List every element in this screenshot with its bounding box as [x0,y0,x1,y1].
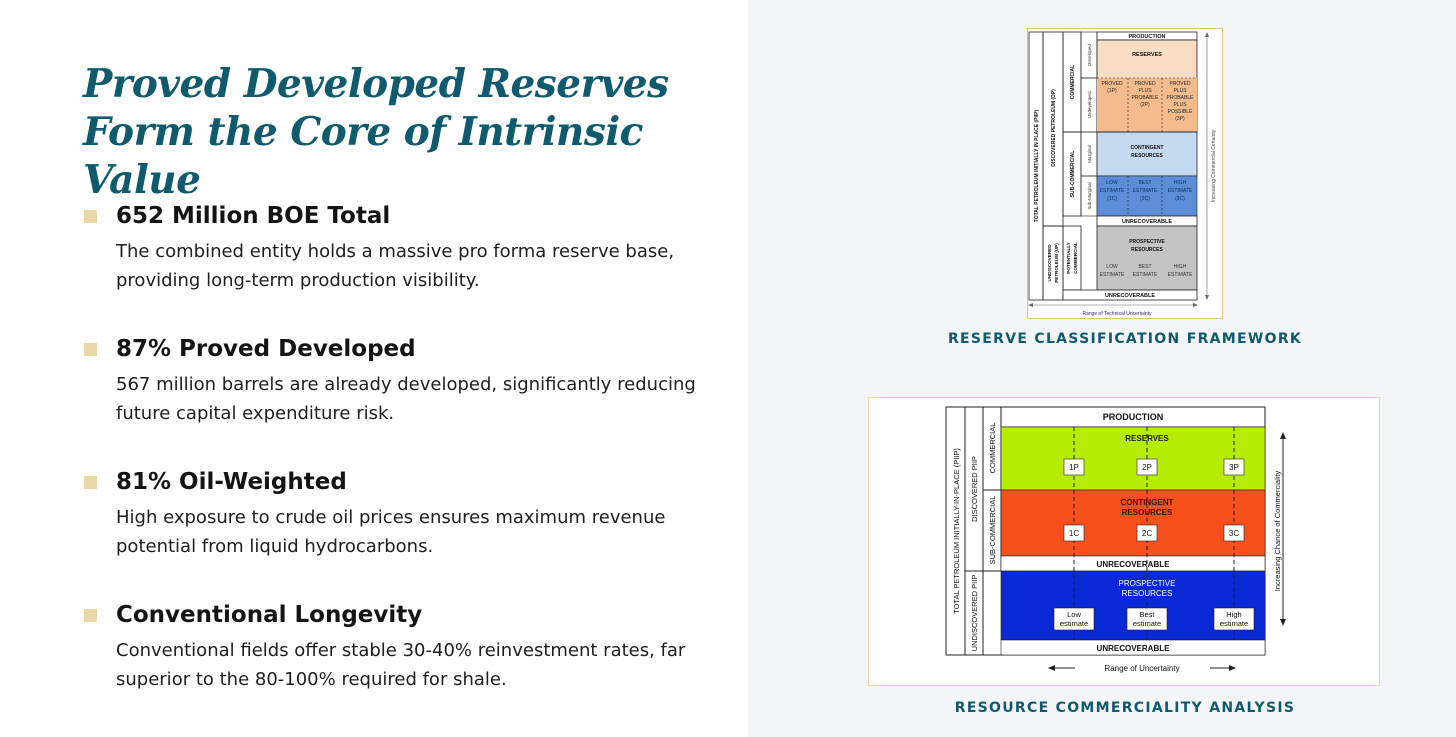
marginal-label: Marginal [1087,145,1092,163]
high-label: High [1226,610,1241,619]
best-estimate-label: estimate [1133,619,1161,628]
item-body: Conventional fields offer stable 30-40% … [116,640,686,690]
contingent-label-1: CONTINGENT [1121,498,1174,507]
prospective-label-1: PROSPECTIVE [1119,579,1176,588]
discovered-piip-label: DISCOVERED PIIP [970,456,979,522]
low-label: Low [1067,610,1081,619]
high-estimate-label: estimate [1220,619,1248,628]
production-label: PRODUCTION [1129,34,1166,40]
item-heading: 81% Oil-Weighted [116,469,347,495]
best-label: Best [1139,610,1155,619]
item-body: 567 million barrels are already develope… [116,374,696,424]
undiscovered-piip-label: UNDISCOVERED PIIP [970,575,979,652]
1c-label: 1C [1069,529,1079,538]
prospective-label-2: RESOURCES [1122,589,1173,598]
submarginal-label: Sub-Marginal [1087,182,1092,209]
item-body: High exposure to crude oil prices ensure… [116,507,666,557]
unrecoverable-bottom-label: UNRECOVERABLE [1097,644,1171,653]
item-heading: 652 Million BOE Total [116,203,391,229]
increasing-chance-label: Increasing Chance of Commerciality [1273,471,1282,592]
undeveloped-label: Undeveloped [1087,91,1092,119]
range-technical-uncertainty-label: Range of Technical Uncertainty [1082,311,1152,317]
2p-label: 2P [1142,463,1152,472]
list-item: 81% Oil-Weighted High exposure to crude … [84,467,734,561]
range-uncertainty-label: Range of Uncertainty [1104,664,1179,673]
reserves-band [1000,426,1266,491]
item-heading: Conventional Longevity [116,602,423,628]
square-bullet-icon [84,609,97,622]
unrecoverable-label: UNRECOVERABLE [1122,219,1172,225]
discovered-label: DISCOVERED PETROLEUM (DP) [1051,89,1057,167]
reserves-label: RESERVES [1125,434,1169,443]
3c-label: 3C [1229,529,1239,538]
3p-label: 3P [1229,463,1239,472]
resource-commerciality-diagram: PRODUCTION RESERVES 1P 2P 3P CONTINGENT … [945,406,1286,673]
production-label: PRODUCTION [1103,412,1164,422]
subcommercial-label: SUB-COMMERCIAL [988,496,997,565]
1p-label: 1P [1069,463,1079,472]
commerciality-diagram-frame: PRODUCTION RESERVES 1P 2P 3P CONTINGENT … [868,397,1380,686]
developed-label: Developed [1087,44,1092,66]
list-item: Conventional Longevity Conventional fiel… [84,600,734,694]
square-bullet-icon [84,210,97,223]
commercial-label: COMMERCIAL [988,423,997,474]
subcommercial-label: SUB-COMMERCIAL [1070,151,1076,198]
text-panel: Proved Developed Reserves Form the Core … [83,61,734,694]
figure-caption-framework: RESERVE CLASSIFICATION FRAMEWORK [947,331,1303,347]
increasing-certainty-label: Increasing Commercial Certainty [1211,129,1217,202]
total-piip-label: TOTAL PETROLEUM INITIALLY IN PLACE (PIIP… [1034,109,1040,222]
proved-label: PROVED(1P) [1101,81,1123,94]
square-bullet-icon [84,476,97,489]
unrecoverable-label: UNRECOVERABLE [1097,560,1171,569]
commercial-label: COMMERCIAL [1070,65,1076,99]
figure-caption-analysis: RESOURCE COMMERCIALITY ANALYSIS [954,700,1296,716]
low-estimate-label: estimate [1060,619,1088,628]
page-title: Proved Developed Reserves Form the Core … [83,61,669,203]
contingent-band [1000,489,1266,557]
list-item: 652 Million BOE Total The combined entit… [84,201,734,295]
item-heading: 87% Proved Developed [116,336,416,362]
2c-label: 2C [1142,529,1152,538]
list-item: 87% Proved Developed 567 million barrels… [84,334,734,428]
square-bullet-icon [84,343,97,356]
unrecoverable-bottom-label: UNRECOVERABLE [1105,293,1155,299]
contingent-label-2: RESOURCES [1122,508,1173,517]
item-body: The combined entity holds a massive pro … [116,241,675,291]
reserves-label: RESERVES [1132,52,1162,58]
total-piip-label: TOTAL PETROLEUM INITIALLY-IN-PLACE (PIIP… [952,448,961,614]
